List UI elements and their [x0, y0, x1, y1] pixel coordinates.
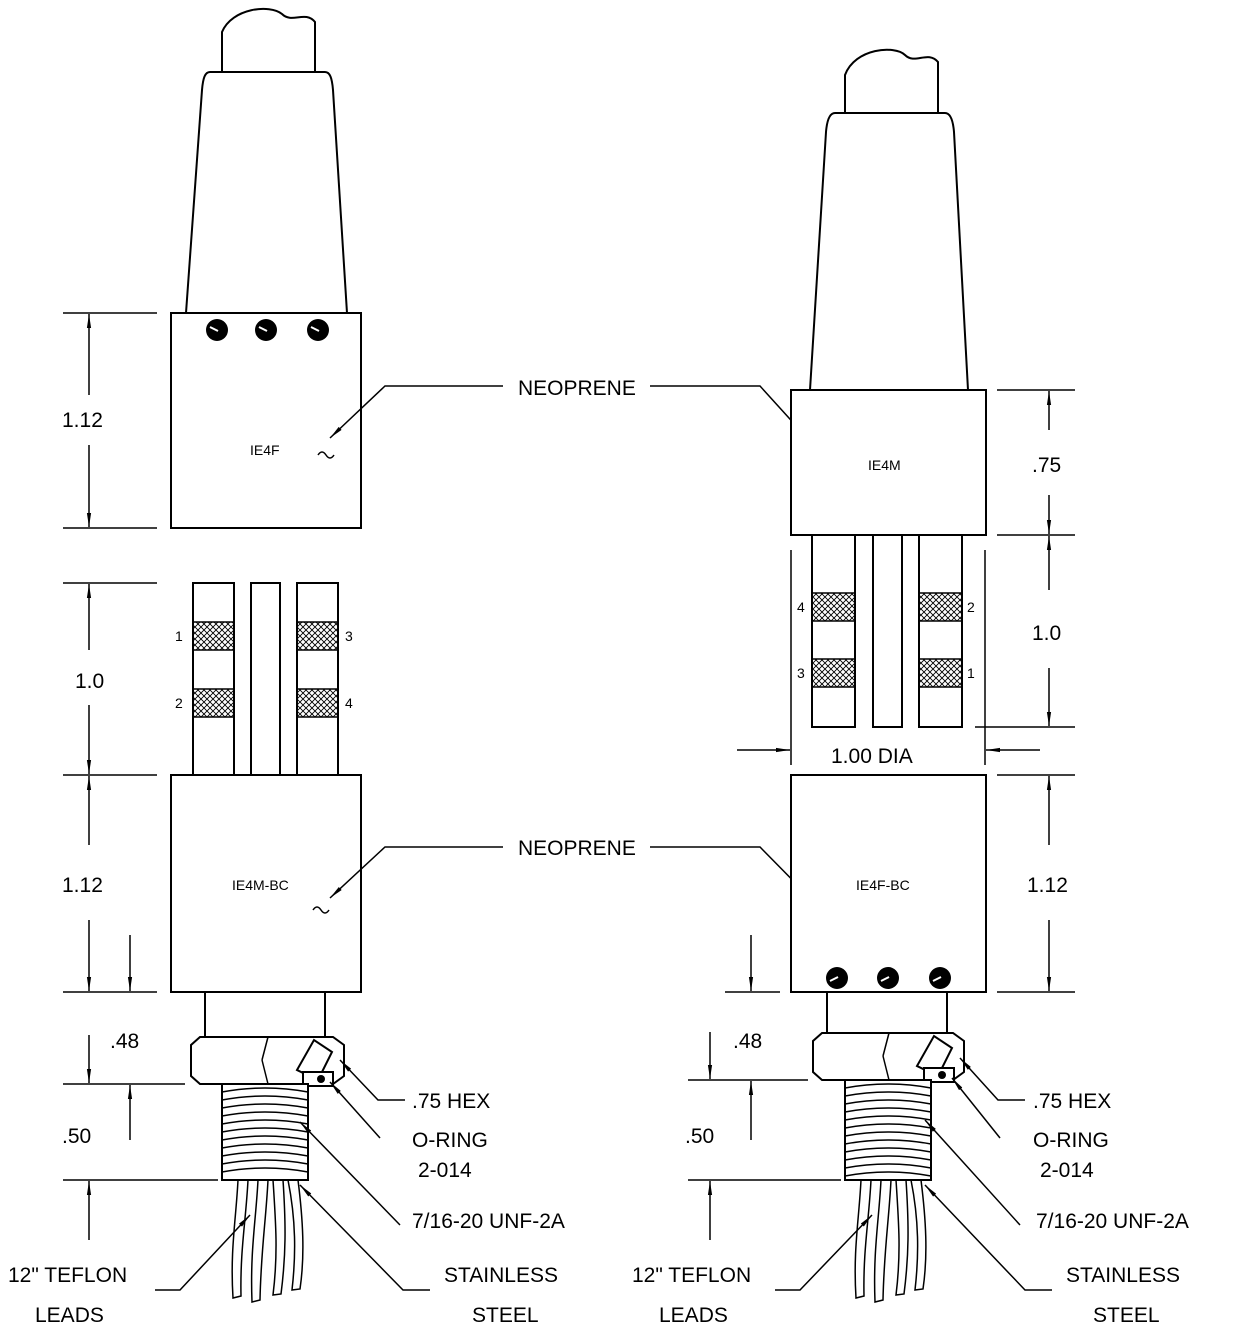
strain-relief — [808, 112, 970, 391]
contact-band-4 — [811, 592, 856, 622]
leads-label-2: LEADS — [35, 1304, 104, 1327]
ie4f-connector: IE4F — [170, 7, 362, 529]
neoprene-label-mid: NEOPRENE — [518, 837, 636, 860]
pin-label-1: 1 — [967, 665, 975, 681]
contact-band-1 — [918, 658, 963, 688]
dim-right-pins: 1.0 — [975, 536, 1075, 728]
oring-label-1: O-RING — [1033, 1129, 1109, 1152]
contact-band-2 — [192, 688, 235, 718]
contact-band-2 — [918, 592, 963, 622]
dim-label: .48 — [110, 1030, 139, 1053]
thread-label: 7/16-20 UNF-2A — [412, 1210, 565, 1233]
right-callouts: .75 HEX O-RING 2-014 7/16-20 UNF-2A STAI… — [632, 1057, 1189, 1327]
dim-label: .48 — [733, 1030, 762, 1053]
teflon-leads — [231, 1179, 304, 1303]
dim-label: 1.0 — [75, 670, 104, 693]
strain-relief — [184, 71, 349, 314]
dim-label: 1.12 — [1027, 874, 1068, 897]
hex-label: .75 HEX — [1033, 1090, 1111, 1113]
dim-left-bot-body: 1.12 — [62, 776, 157, 993]
oring-label-2: 2-014 — [1040, 1159, 1094, 1182]
thread-lines — [221, 1087, 309, 1173]
ie4f-bc-body — [790, 774, 987, 993]
oring-label-2: 2-014 — [418, 1159, 472, 1182]
steel-label-2: STEEL — [1093, 1304, 1160, 1327]
threaded-stem — [844, 1079, 932, 1181]
dim-label: .75 — [1032, 454, 1061, 477]
pin-center — [250, 582, 281, 776]
dim-left-top-body: 1.12 — [62, 312, 157, 529]
neoprene-callout-mid: NEOPRENE — [329, 837, 832, 916]
dim-left-pins: 1.0 — [63, 582, 157, 776]
pin-center — [872, 534, 903, 728]
pin-right — [296, 582, 339, 776]
cable-stub — [844, 48, 939, 114]
leads-label-1: 12" TEFLON — [8, 1264, 127, 1287]
neoprene-callout-top: NEOPRENE — [317, 377, 832, 460]
pin-label-3: 3 — [797, 665, 805, 681]
hex-label: .75 HEX — [412, 1090, 490, 1113]
pin-label-2: 2 — [175, 695, 183, 711]
leads-label-1: 12" TEFLON — [632, 1264, 751, 1287]
dia-label: 1.00 DIA — [831, 745, 913, 768]
neoprene-label-top: NEOPRENE — [518, 377, 636, 400]
pin-label-4: 4 — [797, 599, 805, 615]
ie4f-label: IE4F — [250, 442, 280, 458]
pin-left — [192, 582, 235, 776]
dim-label: .50 — [62, 1125, 91, 1148]
neck — [826, 991, 948, 1034]
pin-label-1: 1 — [175, 628, 183, 644]
ie4f-body — [170, 312, 362, 529]
contact-band-3 — [811, 658, 856, 688]
dim-left-hex: .48 — [63, 935, 185, 1140]
dim-diameter: 1.00 DIA — [737, 550, 1040, 768]
dim-label: 1.12 — [62, 409, 103, 432]
dim-right-thread: .50 — [685, 1125, 841, 1240]
dim-label: 1.0 — [1032, 622, 1061, 645]
ie4m-bc-label: IE4M-BC — [232, 877, 289, 893]
steel-label-1: STAINLESS — [1066, 1264, 1180, 1287]
pin-label-4: 4 — [345, 695, 353, 711]
dim-label: .50 — [685, 1125, 714, 1148]
left-callouts: .75 HEX O-RING 2-014 7/16-20 UNF-2A STAI… — [8, 1059, 565, 1327]
teflon-leads — [854, 1179, 927, 1303]
ie4m-connector: IE4M 4 3 2 1 — [790, 48, 987, 728]
ie4m-label: IE4M — [868, 457, 901, 473]
ie4m-bc-connector: 1 2 3 4 IE4M-BC — [170, 582, 362, 1303]
cable-stub — [221, 7, 316, 73]
ie4m-body — [790, 389, 987, 536]
thread-lines — [844, 1083, 932, 1177]
dim-left-thread: .50 — [62, 1125, 218, 1240]
contact-band-3 — [296, 621, 339, 651]
ie4m-bc-body — [170, 774, 362, 993]
oring-label-1: O-RING — [412, 1129, 488, 1152]
thread-label: 7/16-20 UNF-2A — [1036, 1210, 1189, 1233]
oring — [938, 1071, 946, 1079]
pin-label-3: 3 — [345, 628, 353, 644]
dim-label: 1.12 — [62, 874, 103, 897]
dim-right-bot-body: 1.12 — [725, 774, 1075, 993]
contact-band-1 — [192, 621, 235, 651]
ie4f-bc-connector: IE4F-BC — [790, 774, 987, 1303]
steel-label-1: STAINLESS — [444, 1264, 558, 1287]
oring — [317, 1075, 325, 1083]
ie4f-bc-label: IE4F-BC — [856, 877, 910, 893]
steel-label-2: STEEL — [472, 1304, 539, 1327]
pin-label-2: 2 — [967, 599, 975, 615]
pin-right — [918, 534, 963, 728]
dim-right-hex: .48 — [688, 935, 808, 1140]
dim-right-top-body: .75 — [997, 389, 1075, 536]
pin-left — [811, 534, 856, 728]
leads-label-2: LEADS — [659, 1304, 728, 1327]
contact-band-4 — [296, 688, 339, 718]
neck — [204, 991, 326, 1038]
